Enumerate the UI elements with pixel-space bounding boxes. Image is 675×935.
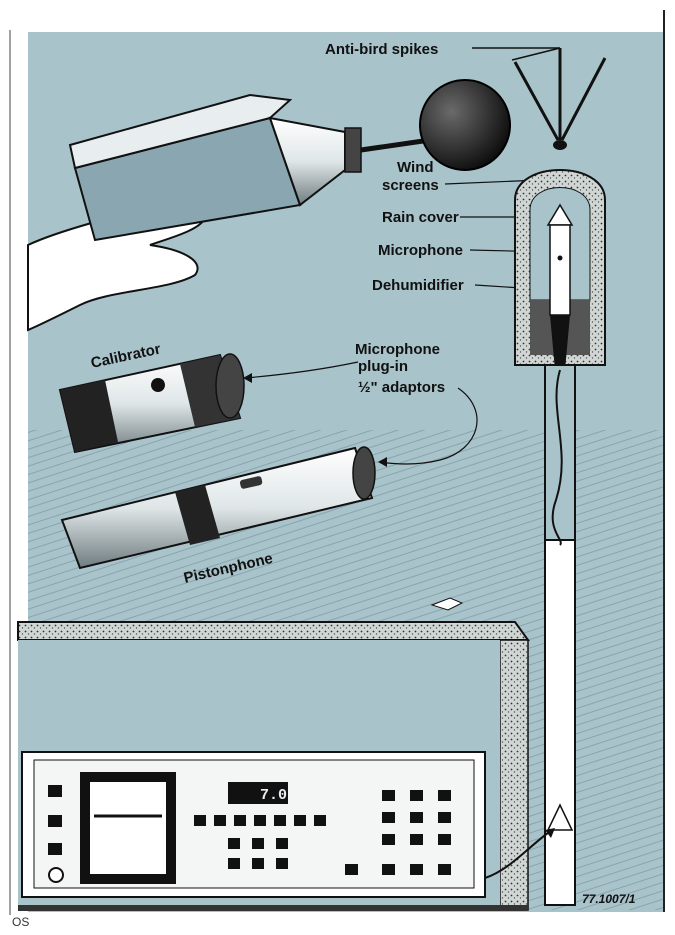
label-adaptors-line1: Microphone	[355, 341, 440, 358]
label-anti-bird-spikes: Anti-bird spikes	[325, 41, 438, 58]
analyzer-button-l3	[48, 843, 62, 855]
analyzer-display-reading: 7.0	[260, 787, 287, 804]
figure-code: 77.1007/1	[582, 892, 636, 906]
label-adaptors-line3: ½" adaptors	[358, 379, 445, 396]
pistonphone-end	[353, 447, 375, 499]
analyzer-knob	[49, 868, 63, 882]
analyzer-instrument: 7.0	[22, 752, 485, 897]
label-microphone: Microphone	[378, 242, 463, 259]
recorder-paper	[90, 782, 166, 874]
label-rain-cover: Rain cover	[382, 209, 459, 226]
microphone-dot	[558, 256, 563, 261]
roof-slab	[18, 622, 528, 640]
mast-shadow	[545, 365, 575, 540]
label-wind: Wind	[397, 159, 434, 176]
meter-collar	[345, 128, 361, 172]
spike-knot	[553, 140, 567, 150]
calibrator-knob	[151, 378, 165, 392]
corner-mark: OS	[12, 915, 29, 929]
analyzer-button-l2	[48, 815, 62, 827]
label-screens: screens	[382, 177, 439, 194]
label-adaptors-line2: plug-in	[358, 358, 408, 375]
label-dehumidifier: Dehumidifier	[372, 277, 464, 294]
analyzer-button-l1	[48, 785, 62, 797]
microphone-body	[550, 225, 570, 315]
floor	[18, 905, 528, 911]
calibrator-end	[216, 354, 244, 418]
wind-screen-ball	[420, 80, 510, 170]
